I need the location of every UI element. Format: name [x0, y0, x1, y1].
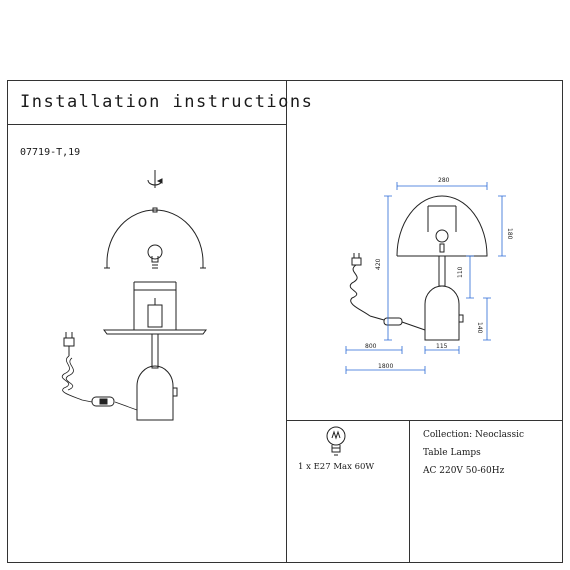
instruction-sheet-frame	[7, 80, 563, 563]
dim-neck: 110	[457, 266, 464, 278]
page-title: Installation instructions	[20, 92, 314, 112]
spec-box-column-divider	[409, 420, 410, 563]
dimension-plug-icon	[349, 253, 426, 331]
dim-base-height: 140	[476, 322, 483, 334]
mounting-plate-icon	[103, 329, 207, 335]
light-bulb-icon	[326, 426, 346, 456]
power-spec: AC 220V 50-60Hz	[423, 466, 505, 476]
dimension-lines	[345, 182, 506, 374]
lamp-cage-icon	[133, 281, 177, 330]
dim-shade-height: 180	[506, 228, 513, 240]
rotate-icon	[147, 170, 163, 188]
dim-total-height: 420	[375, 258, 382, 270]
dim-width: 280	[438, 177, 450, 184]
dim-cord-total: 1800	[378, 363, 393, 370]
lamp-base-icon	[136, 333, 178, 421]
product-type: Table Lamps	[423, 448, 481, 458]
model-number: 07719-T,19	[20, 147, 81, 158]
power-cord-icon	[61, 355, 138, 411]
power-plug-icon	[63, 332, 75, 356]
title-divider	[7, 124, 287, 125]
dim-base-width: 115	[436, 343, 448, 350]
spec-box-divider	[286, 420, 563, 421]
bulb-icon	[147, 244, 163, 269]
dimensioned-lamp-icon	[396, 195, 488, 341]
cord-switch-icon	[91, 396, 115, 407]
collection-label: Collection: Neoclassic	[423, 430, 525, 440]
bulb-specification: 1 x E27 Max 60W	[298, 462, 375, 472]
dim-cord-switch: 800	[365, 343, 377, 350]
shade-icon	[104, 207, 206, 269]
column-divider	[286, 80, 287, 563]
